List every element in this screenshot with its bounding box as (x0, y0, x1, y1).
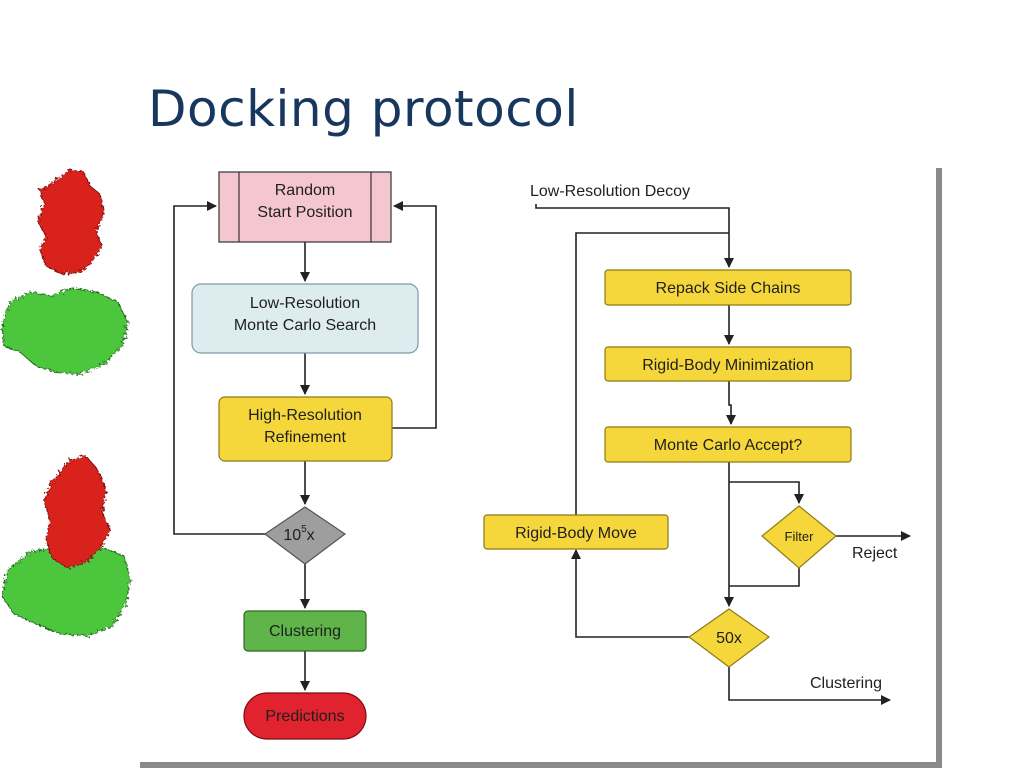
protein-complex-docked-icon (1, 455, 131, 637)
node-label: Predictions (265, 708, 344, 725)
repeat-label: 105x (283, 524, 314, 544)
protein-complex-separated-icon (1, 169, 129, 375)
node-label: Refinement (264, 429, 346, 446)
node-label: Monte Carlo Accept? (654, 437, 803, 454)
edge-decoy-to-repack (535, 204, 734, 268)
node-label: Filter (785, 529, 815, 544)
protein-receptor-red-icon (37, 169, 105, 275)
node-label: Low-Resolution (250, 295, 360, 312)
node-label: Repack Side Chains (656, 280, 801, 297)
node-label: Start Position (257, 204, 352, 221)
slide-title: Docking protocol (148, 80, 579, 138)
node-clustering: Clustering (243, 610, 367, 652)
node-predictions: Predictions (243, 692, 367, 740)
node-rigid-body-minimization: Rigid-Body Minimization (604, 346, 852, 382)
node-high-resolution-refinement: High-Resolution Refinement (218, 396, 393, 462)
reject-label: Reject (852, 545, 898, 562)
edge-accept-to-filter (729, 481, 804, 504)
protein-receptor-red-icon (43, 455, 111, 569)
node-label: High-Resolution (248, 407, 362, 424)
left-flowchart: Random Start Position Low-Resolution Mon… (173, 171, 437, 740)
edge-move-loop-to-repack (575, 232, 729, 515)
node-filter-diamond: Filter (761, 505, 837, 569)
edge-filter-to-repeat (729, 568, 800, 587)
node-rigid-body-move: Rigid-Body Move (483, 514, 669, 550)
node-50x-diamond: 50x (687, 608, 771, 668)
node-low-resolution-search: Low-Resolution Monte Carlo Search (191, 283, 419, 354)
node-monte-carlo-accept: Monte Carlo Accept? (604, 426, 852, 463)
node-random-start-position: Random Start Position (218, 171, 392, 243)
edge-refine-loop-back (392, 201, 437, 429)
node-label: Clustering (269, 623, 341, 640)
node-label: Monte Carlo Search (234, 317, 376, 334)
node-repeat-diamond: 105x (263, 506, 347, 565)
input-label: Low-Resolution Decoy (530, 183, 690, 200)
output-clustering-label: Clustering (810, 675, 882, 692)
right-flowchart: Low-Resolution Decoy Repack Side Chains … (483, 183, 911, 705)
node-label: Rigid-Body Minimization (642, 357, 814, 374)
edge-minimize-to-accept (726, 381, 736, 425)
edge-repeat-loop-back (173, 201, 265, 535)
protein-ligand-green-icon (1, 287, 129, 375)
node-label: Rigid-Body Move (515, 525, 637, 542)
edge-repeat-to-clustering (728, 667, 891, 705)
node-repack-side-chains: Repack Side Chains (604, 269, 852, 306)
node-label: 50x (716, 630, 742, 647)
edge-repeat-to-move (571, 549, 689, 638)
node-label: Random (275, 182, 335, 199)
